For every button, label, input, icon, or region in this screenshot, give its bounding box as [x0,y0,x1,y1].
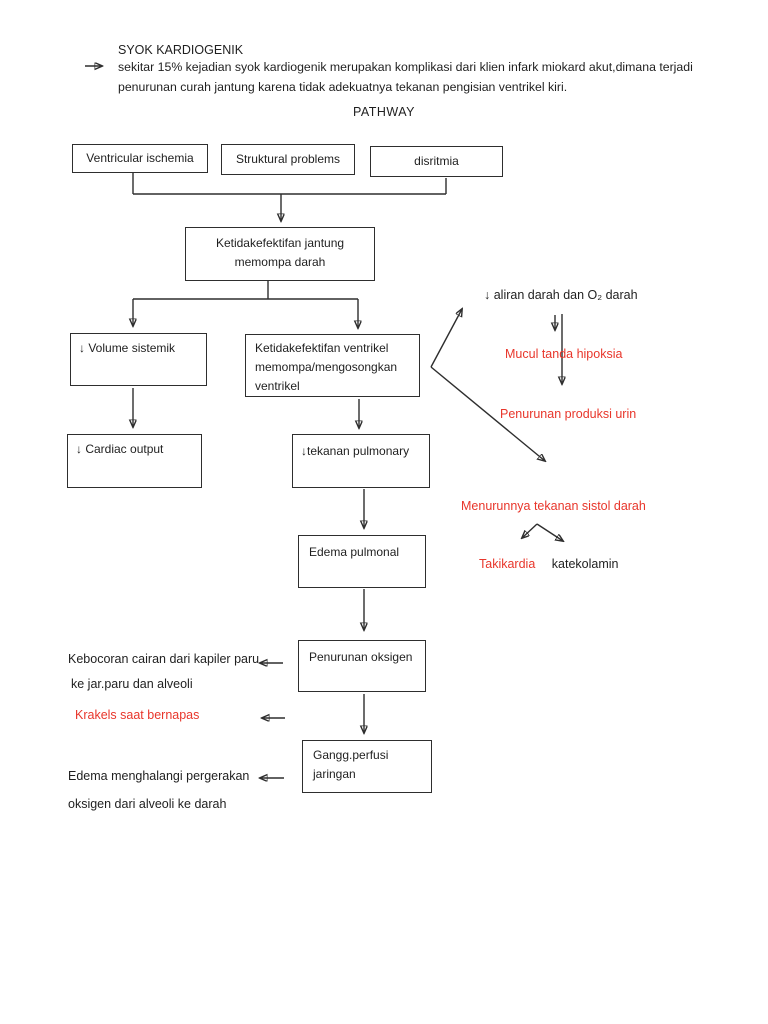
node-tekanan-pulmonary: ↓tekanan pulmonary [292,434,430,488]
node-disritmia: disritmia [370,146,503,177]
label-mucul-tanda-hipoksia: Mucul tanda hipoksia [505,347,623,361]
label-krakels-saat-bernapas: Krakels saat bernapas [75,708,200,722]
section-title: SYOK KARDIOGENIK [118,43,244,57]
label-kebocoran-line2: ke jar.paru dan alveoli [71,677,193,691]
label-menurunnya-tekanan-sistol: Menurunnya tekanan sistol darah [461,499,646,513]
pathway-heading: PATHWAY [352,105,416,119]
node-ketidakefektifan-jantung: Ketidakefektifan jantung memompa darah [185,227,375,281]
connector-jantung-split [133,281,358,300]
intro-paragraph: sekitar 15% kejadian syok kardiogenik me… [118,60,693,94]
node-ventricular-ischemia: Ventricular ischemia [72,144,208,173]
node-penurunan-oksigen: Penurunan oksigen [298,640,426,692]
label-edema-menghalangi-line1: Edema menghalangi pergerakan [68,769,250,783]
label-katekolamin: katekolamin [551,557,619,571]
label-aliran-darah-o2: ↓ aliran darah dan O₂ darah [484,288,638,302]
label-kebocoran-line1: Kebocoran cairan dari kapiler paru [68,652,260,666]
node-cardiac-output: ↓ Cardiac output [67,434,202,488]
label-takikardia-katekolamin-row: Takikardia katekolamin [479,556,618,572]
label-takikardia: Takikardia [479,557,536,571]
arrow-sistol-to-katekolamin [536,523,563,541]
label-penurunan-produksi-urin: Penurunan produksi urin [500,407,637,421]
label-edema-menghalangi-line2: oksigen dari alveoli ke darah [68,797,227,811]
node-gangg-perfusi: Gangg.perfusi jaringan [302,740,432,793]
arrow-sistol-to-takikardia [522,523,538,538]
node-ketidakefektifan-ventrikel: Ketidakefektifan ventrikel memompa/mengo… [245,334,420,397]
node-struktural-problems: Struktural problems [221,144,355,175]
node-volume-sistemik: ↓ Volume sistemik [70,333,207,386]
arrow-diagonal-to-aliran [430,309,462,368]
node-edema-pulmonal: Edema pulmonal [298,535,426,588]
